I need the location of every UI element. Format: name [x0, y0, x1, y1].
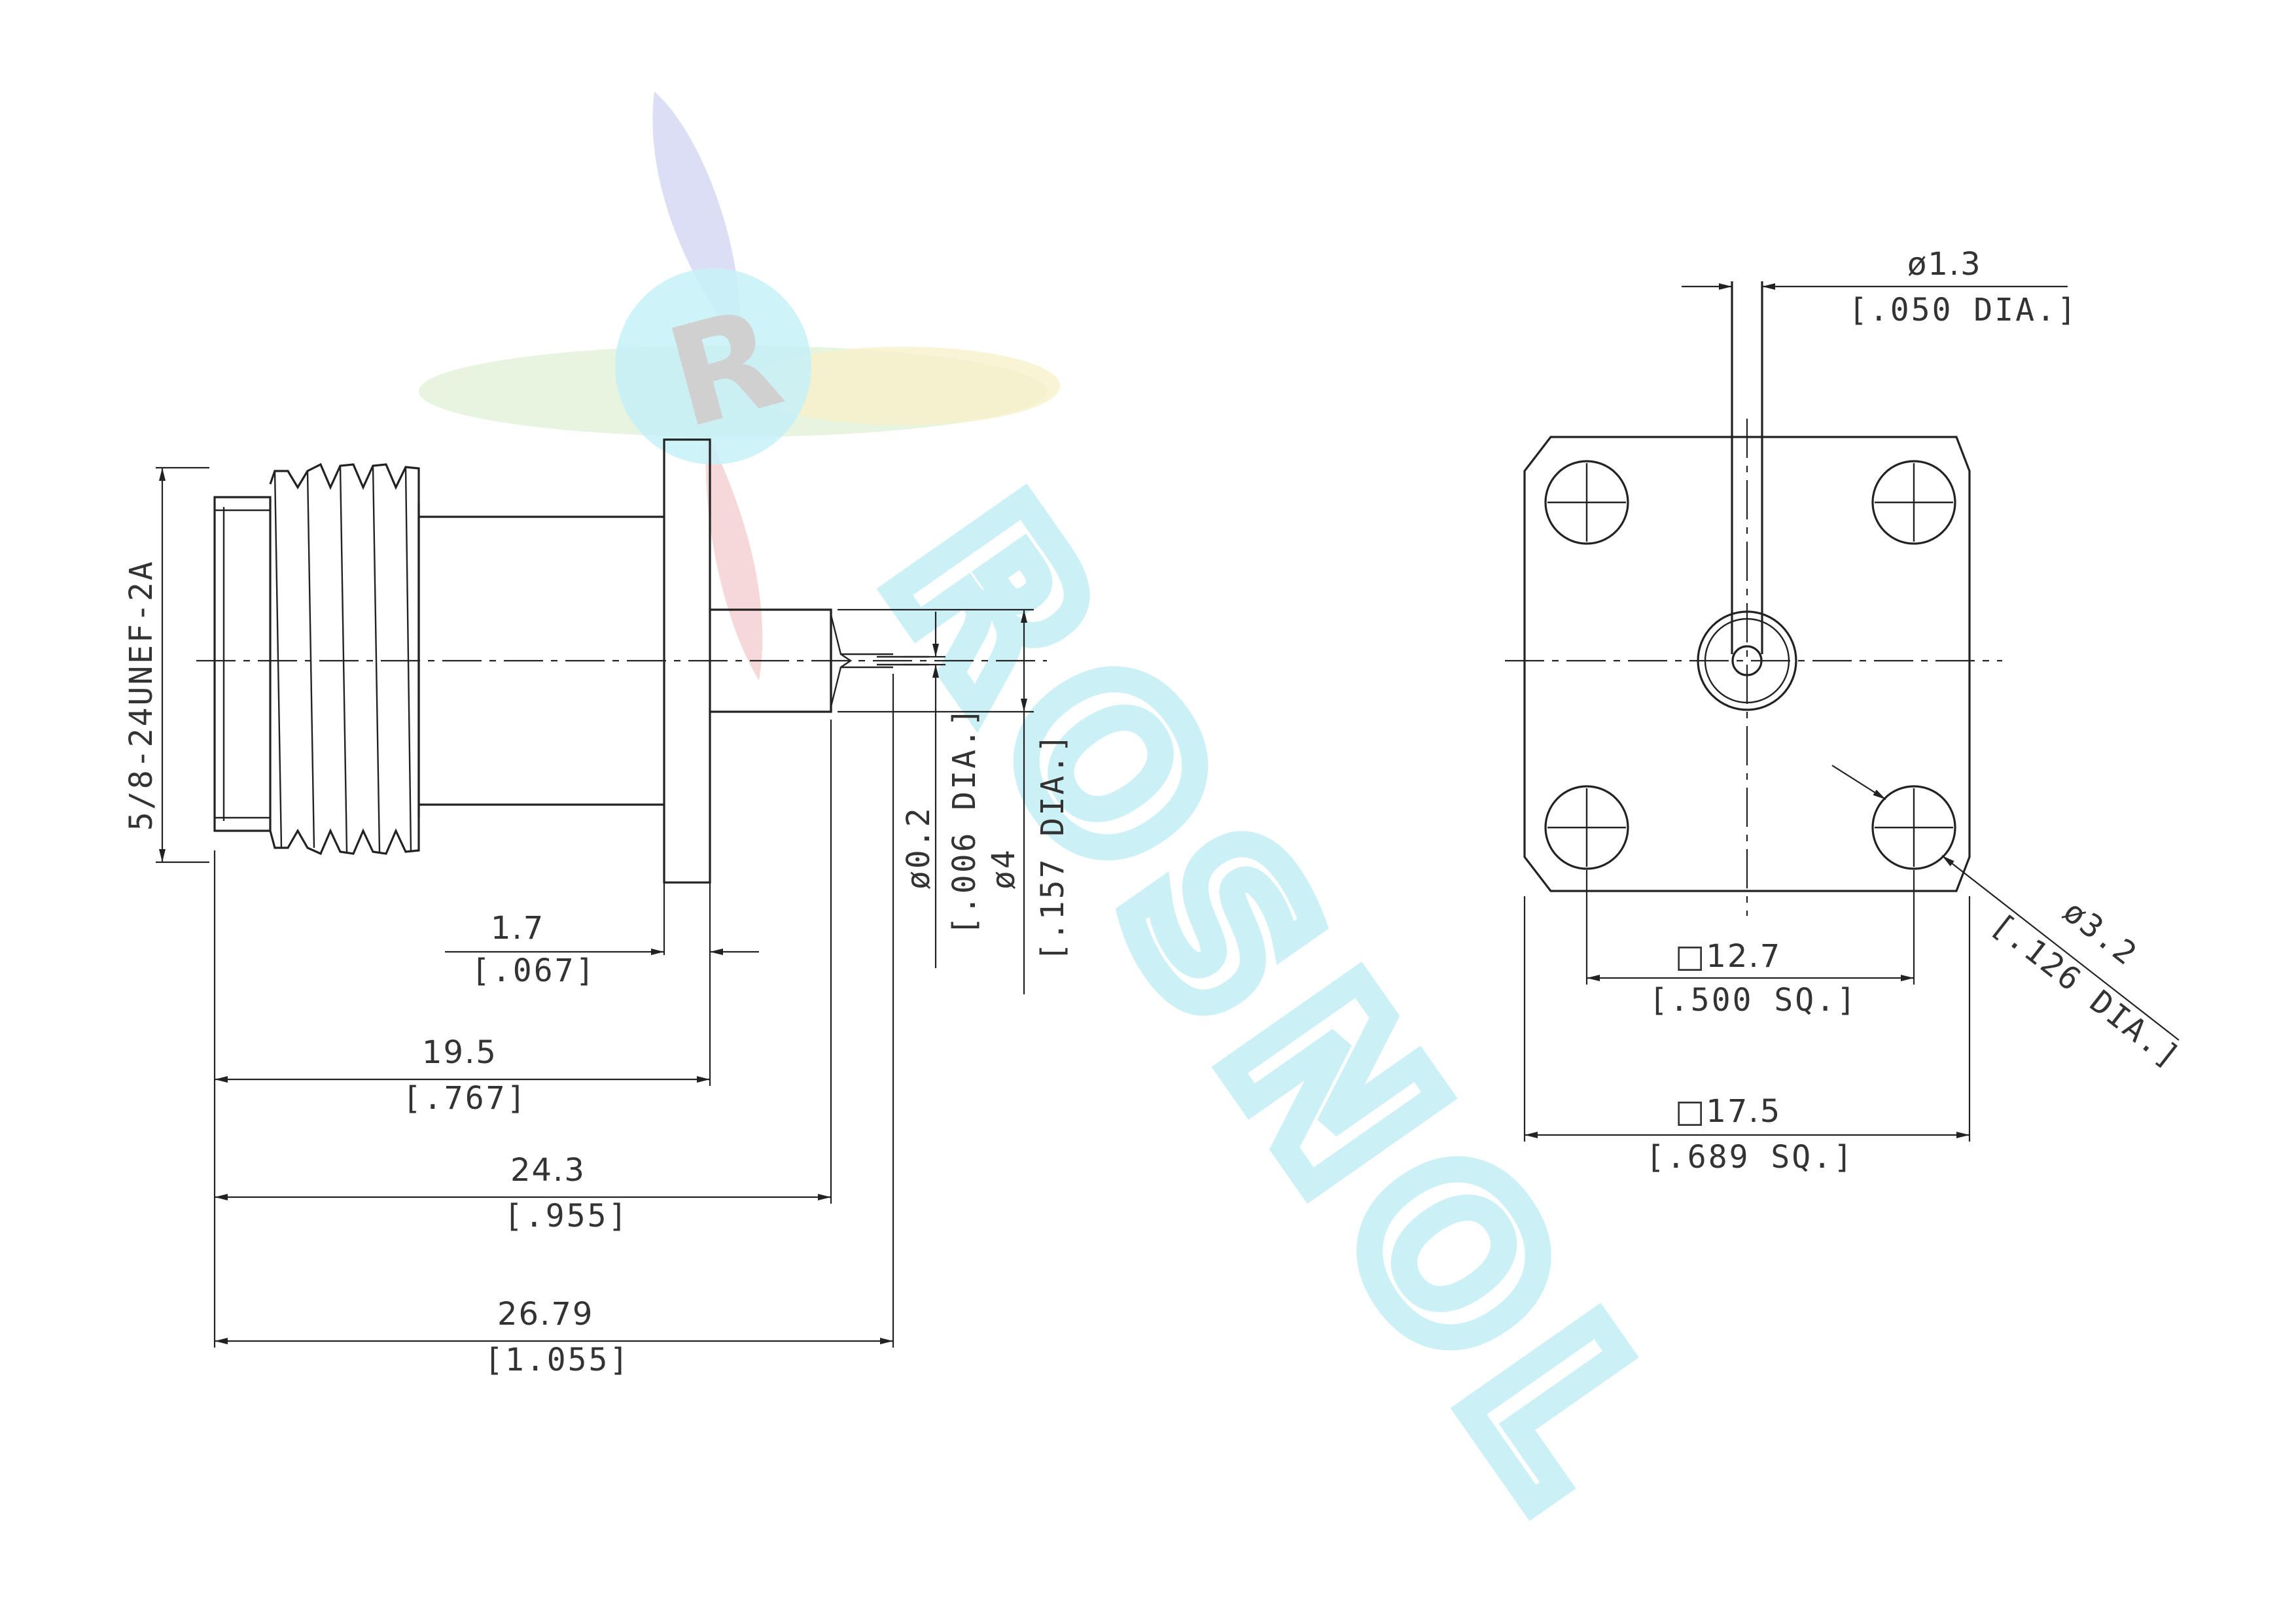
dim-flange-thickness: 1.7 [.067]: [445, 910, 759, 989]
square-flange: [1523, 436, 1971, 892]
svg-text:[.050 DIA.]: [.050 DIA.]: [1848, 292, 2078, 328]
svg-text:ROSNOL: ROSNOL: [841, 461, 1715, 1558]
threaded-body: [213, 462, 664, 856]
svg-text:[.500 SQ.]: [.500 SQ.]: [1649, 982, 1858, 1019]
dim-flange-size: □17.5 [.689 SQ.]: [1523, 896, 1971, 1176]
svg-text:[.767]: [.767]: [402, 1080, 527, 1117]
watermark-text: ROSNOL: [828, 447, 1728, 1571]
dim-hole-diameter: ø3.2 [.126 DIA.]: [1831, 765, 2188, 1076]
side-view: 5/8-24UNEF-2A 1.7 [.067] 19.5 [.767] 24.…: [123, 438, 1071, 1378]
svg-text:ø1.3: ø1.3: [1907, 246, 1982, 283]
thread-label: 5/8-24UNEF-2A: [123, 559, 160, 831]
svg-text:[.067]: [.067]: [471, 952, 596, 989]
dim-pin-diameter: ø0.2 [.006 DIA.]: [900, 612, 983, 968]
svg-text:□12.7: □12.7: [1675, 938, 1781, 975]
front-view: ø1.3 [.050 DIA.] □12.7 [.500 SQ.] □17.5 …: [1505, 246, 2188, 1176]
svg-text:1.7: 1.7: [491, 910, 544, 947]
watermark-logo: R: [419, 92, 1060, 680]
svg-text:[.006 DIA.]: [.006 DIA.]: [946, 706, 983, 935]
svg-text:□17.5: □17.5: [1675, 1093, 1781, 1130]
svg-text:ø0.2: ø0.2: [900, 806, 937, 890]
svg-text:24.3: 24.3: [510, 1152, 586, 1189]
mounting-holes: [1544, 460, 1956, 870]
flange: [663, 438, 711, 884]
thread-dimension: 5/8-24UNEF-2A: [123, 466, 209, 864]
dim-overall-length: 26.79 [1.055]: [215, 1296, 893, 1378]
center-contact: [1697, 281, 1797, 711]
dim-front-pin: ø1.3 [.050 DIA.]: [1682, 246, 2078, 328]
dim-to-flange-rear: 19.5 [.767]: [215, 1034, 710, 1117]
svg-text:[1.055]: [1.055]: [484, 1342, 630, 1378]
svg-text:ø4: ø4: [985, 848, 1022, 890]
dim-to-tip-shoulder: 24.3 [.955]: [215, 1152, 831, 1234]
svg-text:26.79: 26.79: [497, 1296, 593, 1333]
dim-tube-diameter: ø4 [.157 DIA.]: [838, 608, 1071, 994]
dim-hole-spacing: □12.7 [.500 SQ.]: [1585, 870, 1915, 1019]
svg-text:[.689 SQ.]: [.689 SQ.]: [1646, 1139, 1854, 1176]
svg-text:[.157 DIA.]: [.157 DIA.]: [1034, 732, 1071, 962]
svg-text:19.5: 19.5: [422, 1034, 497, 1071]
svg-text:[.955]: [.955]: [504, 1198, 629, 1234]
